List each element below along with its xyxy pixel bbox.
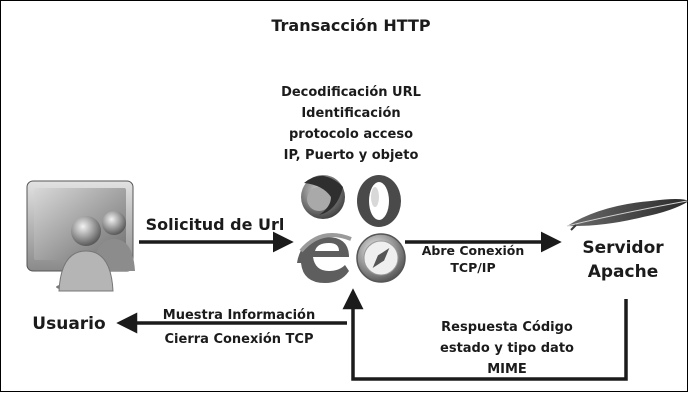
response-label: MIME	[487, 362, 527, 377]
response-arrow	[342, 288, 628, 381]
request-label: Solicitud de Url	[146, 215, 285, 234]
connect-label: TCP/IP	[450, 260, 495, 275]
safari-icon	[356, 233, 406, 283]
browser-step: Identificación	[301, 106, 400, 121]
users-computer-icon	[26, 180, 135, 292]
browser-step: Decodificación URL	[281, 85, 421, 100]
response-label: Respuesta Código	[441, 320, 573, 335]
internet-explorer-icon	[297, 233, 352, 283]
client-label: Usuario	[32, 314, 105, 334]
flow-arrows	[116, 231, 628, 381]
browser-steps: Decodificación URL Identificación protoc…	[281, 85, 421, 163]
server-label: Servidor	[582, 238, 664, 258]
apache-feather-icon	[566, 199, 688, 231]
display-label: Cierra Conexión TCP	[165, 332, 314, 347]
display-label: Muestra Información	[163, 308, 315, 323]
response-label: estado y tipo dato	[440, 341, 574, 356]
browser-step: protocolo acceso	[289, 127, 413, 142]
browser-step: IP, Puerto y objeto	[284, 148, 419, 163]
diagram-title: Transacción HTTP	[271, 16, 431, 35]
connect-label: Abre Conexión	[422, 243, 525, 258]
browser-icons	[297, 175, 406, 283]
firefox-icon	[301, 175, 345, 219]
opera-icon	[357, 175, 401, 227]
server-label: Apache	[588, 262, 659, 282]
